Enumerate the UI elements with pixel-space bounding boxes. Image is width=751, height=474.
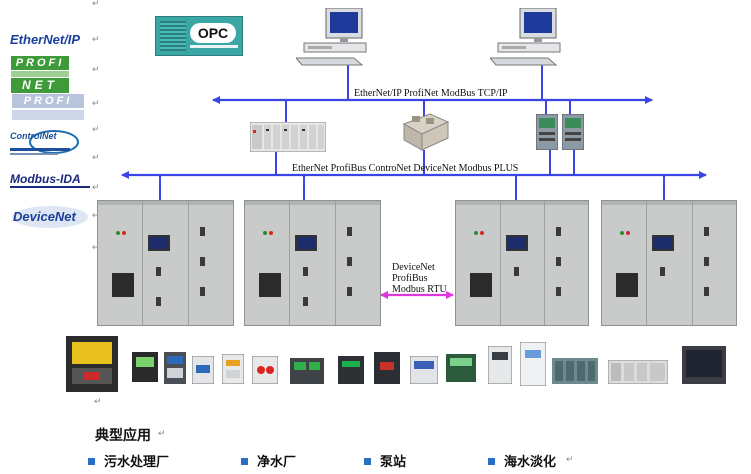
application-wastewater: 污水处理厂 bbox=[88, 451, 169, 470]
switchgear-cabinet-1 bbox=[97, 200, 234, 326]
switchgear-cabinet-3 bbox=[455, 200, 589, 326]
applications-title: 典型应用 bbox=[95, 428, 151, 444]
overload-relay bbox=[251, 355, 279, 385]
top-bus-label: EtherNet/IP ProfiNet ModBus TCP/IP bbox=[354, 88, 508, 99]
switchgear-cabinet-4 bbox=[601, 200, 737, 326]
measurement-relay bbox=[409, 355, 439, 385]
svg-text:DeviceNet: DeviceNet bbox=[13, 209, 77, 224]
square-bullet-icon bbox=[364, 458, 371, 465]
square-bullet-icon bbox=[488, 458, 495, 465]
plc-rack-s7 bbox=[552, 358, 598, 384]
field-io-module bbox=[400, 110, 450, 152]
controlnet-logo: ControlNet bbox=[10, 128, 88, 158]
application-desalination: 海水淡化 bbox=[488, 451, 556, 470]
plc-module-2 bbox=[561, 113, 585, 151]
plc-rack-compact bbox=[607, 359, 669, 385]
link-label-devicenet: DeviceNet bbox=[392, 262, 435, 273]
ethernet-ip-logo: EtherNet/IP bbox=[10, 28, 90, 50]
switchgear-cabinet-2 bbox=[244, 200, 381, 326]
square-bullet-icon bbox=[241, 458, 248, 465]
motor-starter bbox=[164, 352, 186, 384]
mid-bus-label: EtherNet ProfiBus ControNet DeviceNet Mo… bbox=[292, 163, 519, 174]
opc-logo: OPC bbox=[155, 16, 243, 56]
profibus-logo: PROFI bbox=[12, 94, 92, 120]
svg-text:Modbus-IDA: Modbus-IDA bbox=[10, 172, 81, 186]
vfd-small bbox=[487, 345, 513, 385]
workstation-left bbox=[294, 7, 374, 66]
contactor-1 bbox=[191, 355, 215, 385]
application-water-plant: 净水厂 bbox=[241, 451, 296, 470]
profinet-logo: PROFI NET bbox=[11, 56, 87, 94]
devicenet-logo: DeviceNet bbox=[10, 204, 94, 230]
plc-module-1 bbox=[535, 113, 559, 151]
link-label-profibus: ProfiBus bbox=[392, 273, 428, 284]
power-meter bbox=[132, 352, 158, 382]
air-circuit-breaker bbox=[66, 336, 118, 392]
workstation-right bbox=[488, 7, 568, 66]
link-label-modbus-rtu: Modbus RTU bbox=[392, 284, 447, 295]
svg-text:ControlNet: ControlNet bbox=[10, 131, 57, 141]
modbus-ida-logo: Modbus-IDA bbox=[10, 170, 94, 192]
io-terminal bbox=[446, 354, 476, 382]
square-bullet-icon bbox=[88, 458, 95, 465]
protection-unit bbox=[374, 352, 400, 384]
motor-protection-relay bbox=[290, 358, 324, 384]
plc-rack bbox=[249, 121, 327, 153]
application-pump-station: 泵站 bbox=[364, 451, 406, 470]
hmi-panel bbox=[682, 346, 726, 384]
soft-starter bbox=[338, 356, 364, 384]
contactor-2 bbox=[221, 353, 245, 385]
ethernet-ip-text: EtherNet/IP bbox=[10, 32, 80, 47]
vfd-large bbox=[519, 341, 547, 387]
